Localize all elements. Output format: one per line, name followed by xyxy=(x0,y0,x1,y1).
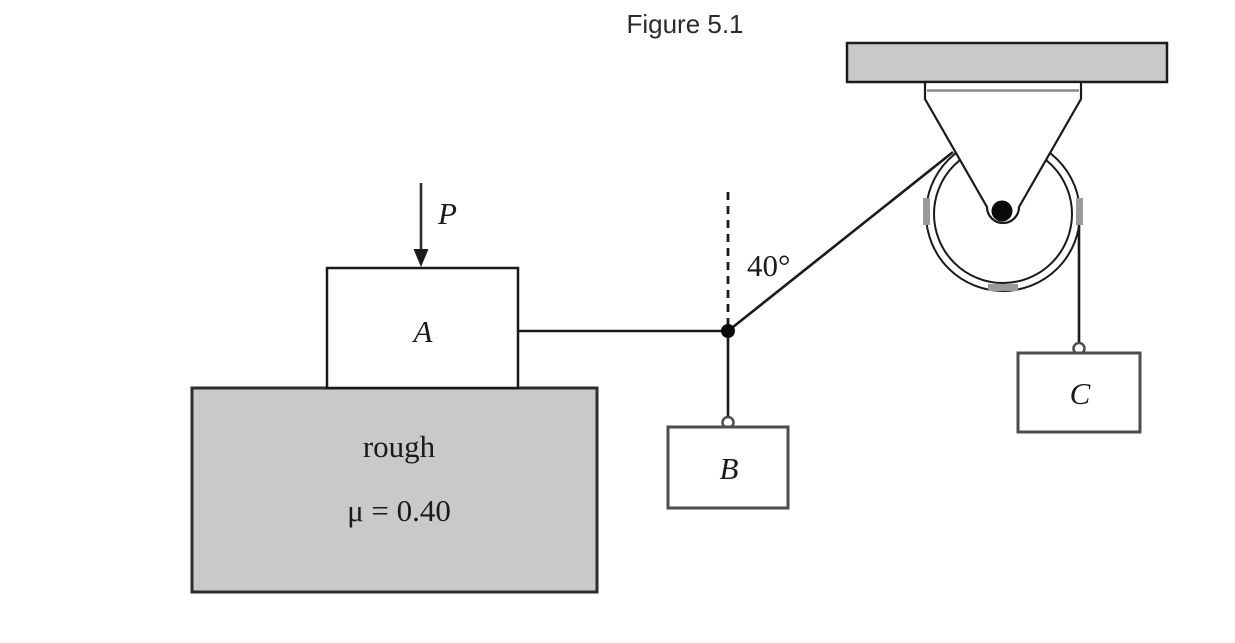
rough-surface-label: rough xyxy=(363,429,436,464)
block-a-label: A xyxy=(412,314,434,349)
friction-coefficient-label: μ = 0.40 xyxy=(347,493,451,528)
pulley-bracket xyxy=(923,80,1083,225)
block-c-label: C xyxy=(1070,376,1091,411)
block-a xyxy=(325,266,520,390)
junction-knot-dot xyxy=(721,324,735,338)
rough-surface xyxy=(190,386,599,594)
ceiling xyxy=(845,41,1169,84)
force-p-arrowhead-icon xyxy=(413,249,429,267)
figure-title: Figure 5.1 xyxy=(626,9,743,39)
force-p-label: P xyxy=(437,196,457,231)
angle-label: 40° xyxy=(747,248,790,283)
block-b-label: B xyxy=(720,451,739,486)
block-c xyxy=(1016,351,1142,434)
rope-junction-to-pulley xyxy=(727,150,954,333)
block-b xyxy=(666,425,790,510)
pulley-axle-dot xyxy=(991,200,1013,222)
